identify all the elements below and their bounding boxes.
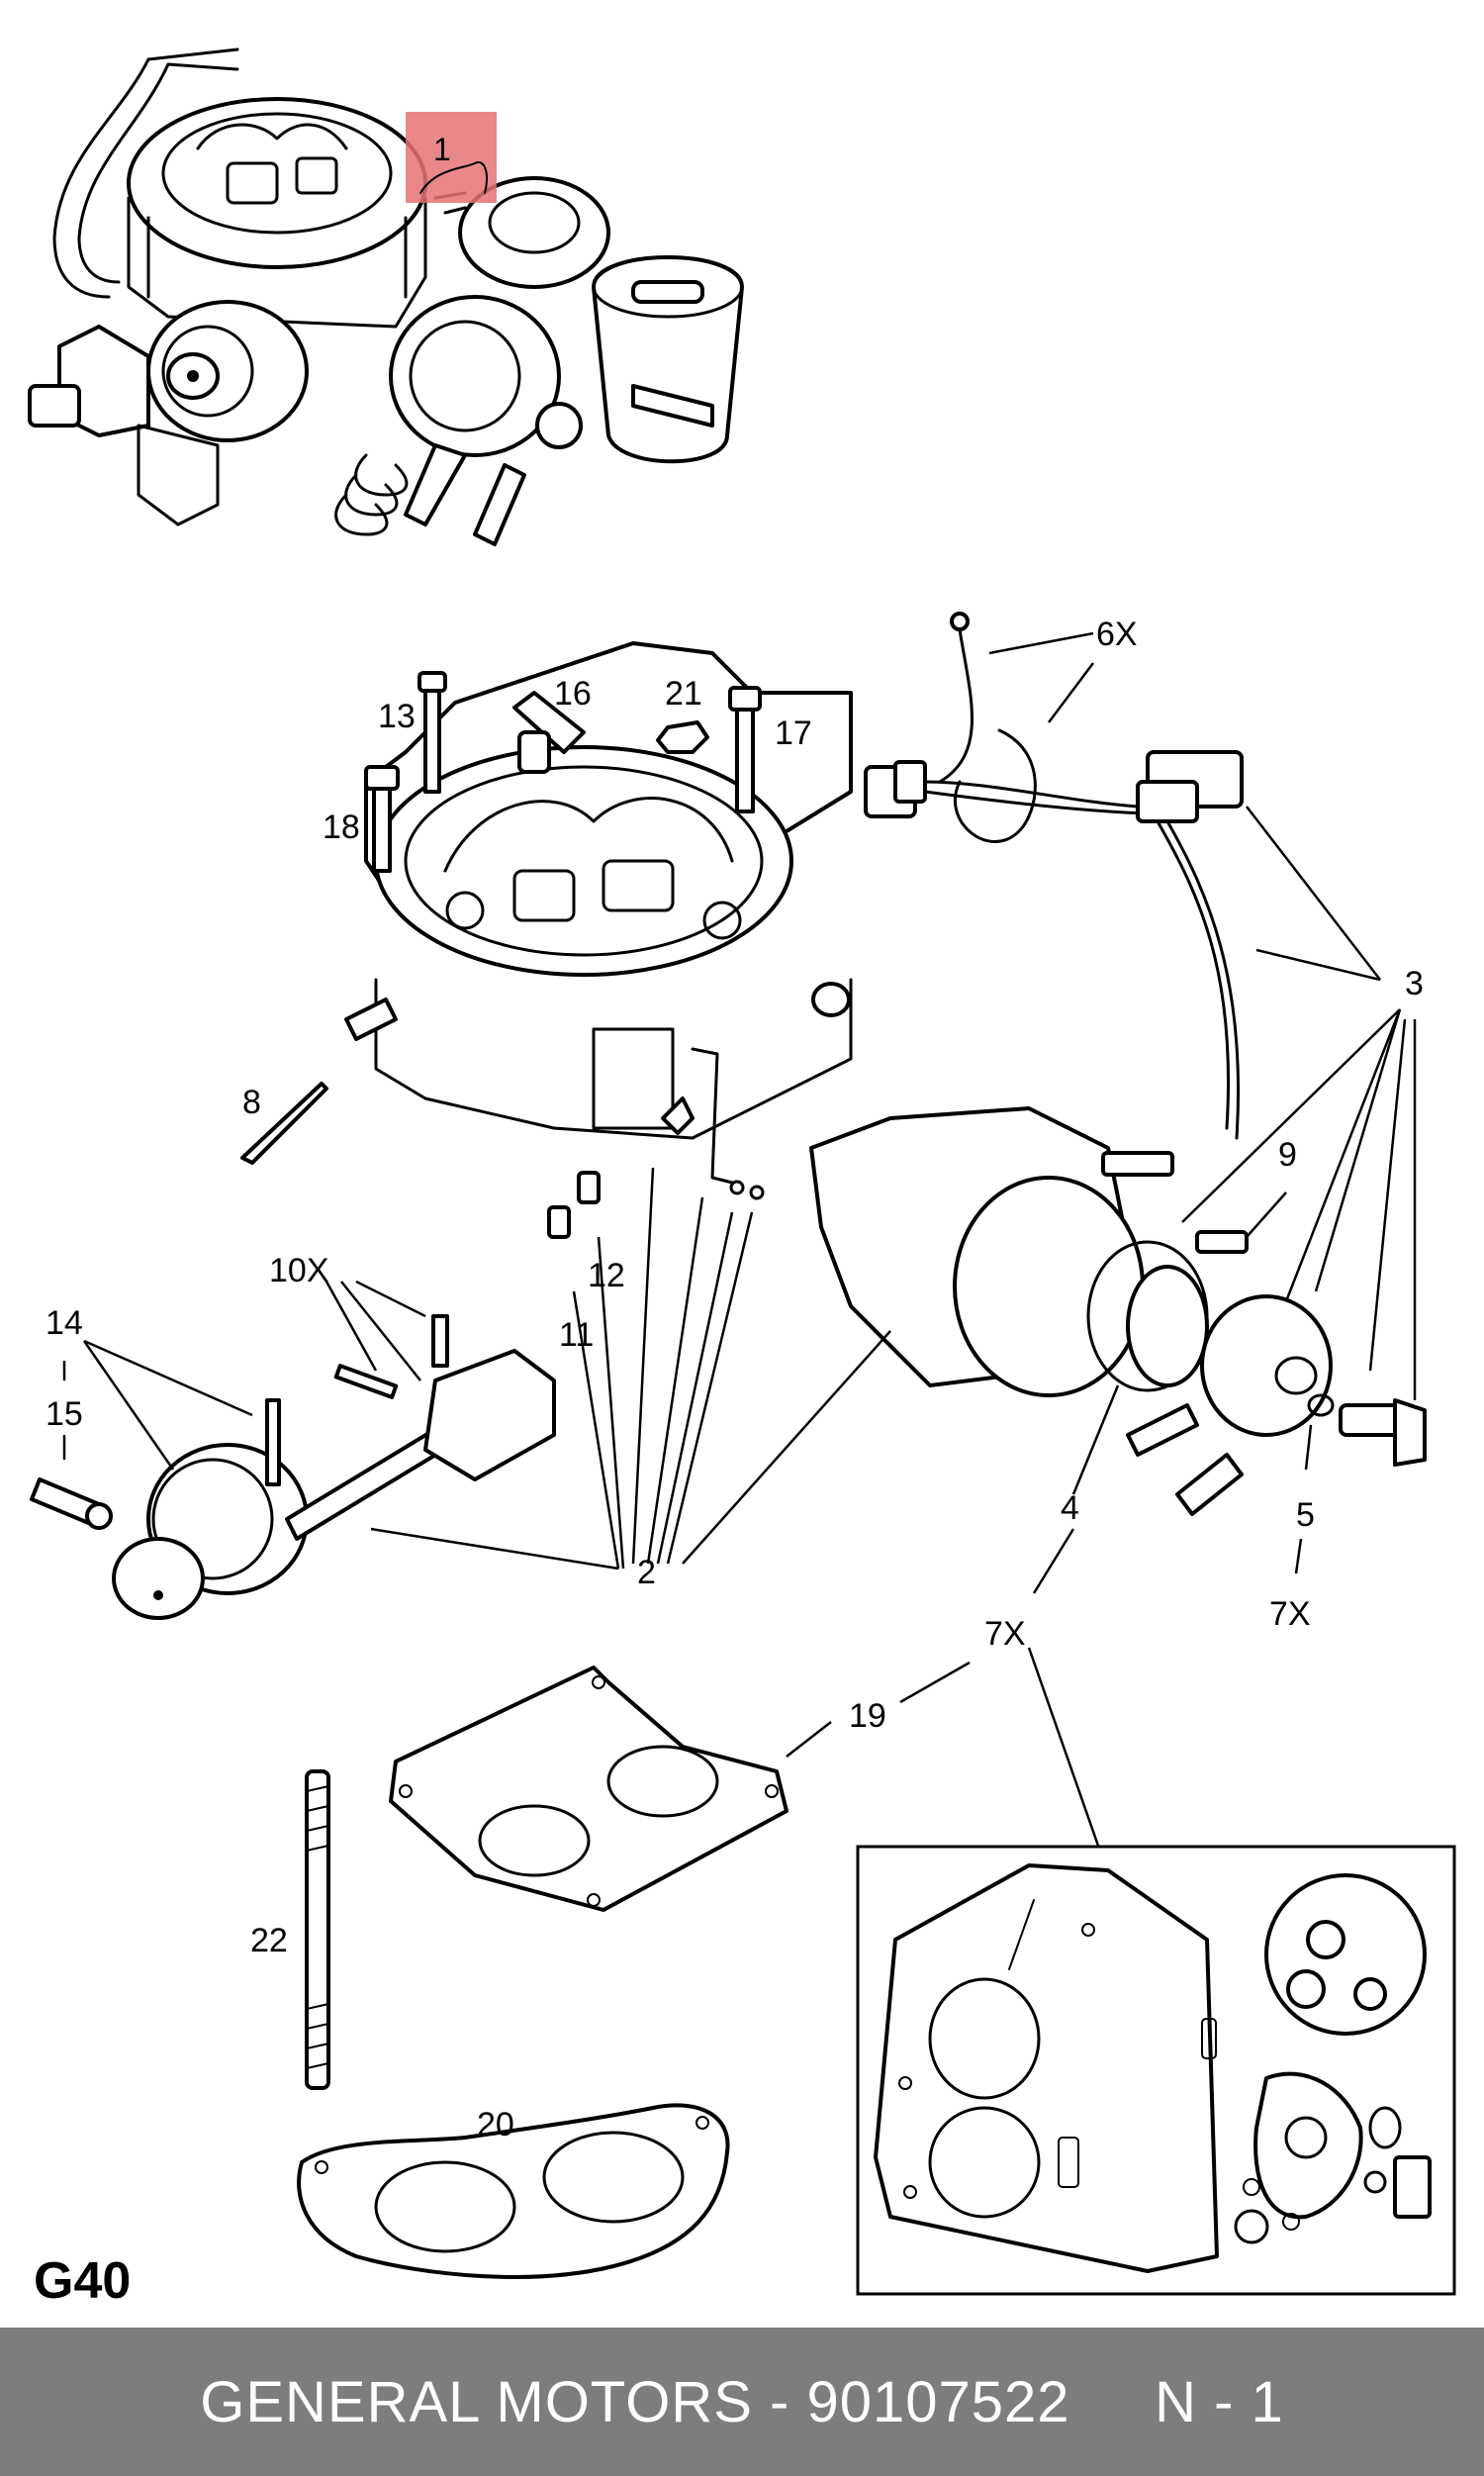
callout-1-label: 1 [433, 132, 451, 167]
highlight-box [406, 112, 497, 203]
page-code: G40 [34, 2252, 131, 2310]
callout-22: 22 [250, 1922, 288, 1959]
exploded-parts-diagram: 1 [28, 48, 1456, 2310]
footer-part-number: 90107522 [806, 2369, 1070, 2434]
callout-18: 18 [323, 809, 360, 846]
callout-21: 21 [665, 675, 702, 713]
leader-lines [62, 631, 1417, 1847]
callout-13: 13 [378, 698, 416, 735]
callout-11: 11 [559, 1316, 594, 1354]
gasket-20-illustration [297, 2103, 730, 2279]
callout-3: 3 [1405, 965, 1424, 1002]
gasket-kit-inset [856, 1845, 1456, 2296]
callout-6x: 6X [1096, 616, 1138, 653]
highlight-marker-1: 1 [406, 112, 497, 203]
callout-4: 4 [1061, 1489, 1079, 1527]
callout-16: 16 [554, 675, 592, 713]
callout-2: 2 [637, 1554, 656, 1591]
callout-9: 9 [1278, 1136, 1297, 1174]
footer-separator: - [770, 2369, 790, 2434]
callout-7x-mid: 7X [984, 1615, 1026, 1653]
gasket-19-illustration [389, 1666, 788, 1912]
footer-brand: GENERAL MOTORS [200, 2369, 753, 2434]
stud-22-illustration [305, 1769, 330, 2090]
footer-text: GENERAL MOTORS - 90107522 N - 1 [200, 2369, 1284, 2435]
idle-actuator-illustration [809, 612, 1427, 1516]
callout-14: 14 [46, 1304, 83, 1342]
callout-10x: 10X [269, 1252, 329, 1289]
callout-7x-right: 7X [1269, 1595, 1311, 1633]
vacuum-actuator-illustration [30, 1314, 556, 1620]
callout-15: 15 [46, 1395, 83, 1433]
callout-labels: 6X 16 21 13 17 18 3 9 8 12 11 10X 14 15 … [46, 616, 1424, 2143]
callout-20: 20 [477, 2106, 514, 2143]
callout-17: 17 [775, 714, 812, 752]
jets-illustration [547, 1047, 765, 1239]
throttle-body-illustration [240, 641, 853, 1165]
callout-19: 19 [849, 1697, 886, 1735]
footer-bar: GENERAL MOTORS - 90107522 N - 1 [0, 2328, 1484, 2476]
callout-5: 5 [1296, 1496, 1315, 1534]
footer-quantity: N - 1 [1155, 2369, 1284, 2434]
callout-8: 8 [242, 1084, 261, 1121]
assembled-carburetor-illustration [28, 48, 744, 546]
callout-12: 12 [588, 1257, 625, 1294]
